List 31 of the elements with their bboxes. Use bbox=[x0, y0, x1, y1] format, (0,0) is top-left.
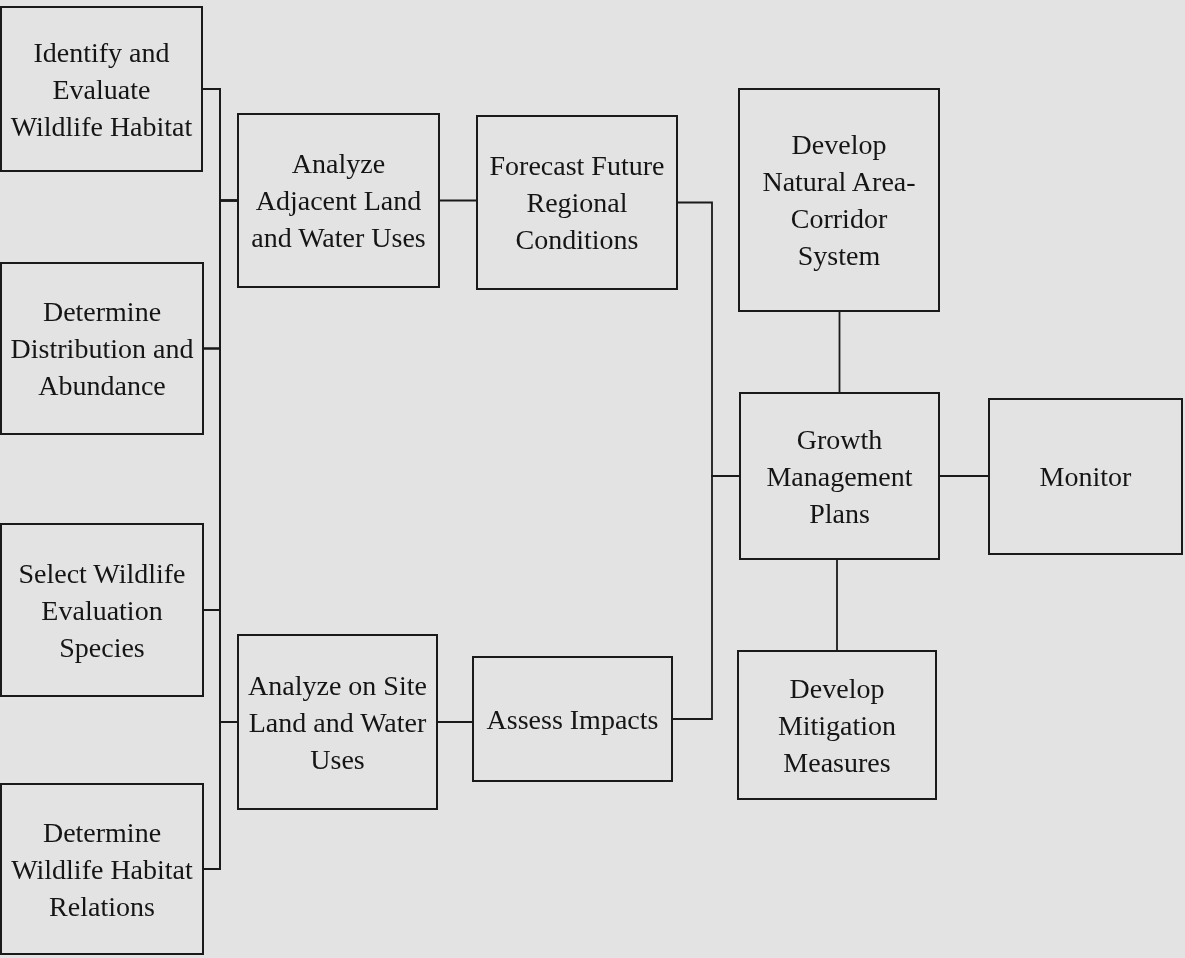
box-label: Determine Distribution and Abundance bbox=[10, 295, 194, 403]
process-box bbox=[0, 523, 204, 697]
process-box bbox=[0, 6, 203, 172]
box-label: Analyze Adjacent Land and Water Uses bbox=[250, 147, 427, 255]
box-label: Analyze on Site Land and Water Uses bbox=[247, 668, 428, 777]
box-label: Develop Natural Area-Corridor System bbox=[761, 128, 917, 273]
box-label: Determine Wildlife Habitat Relations bbox=[10, 815, 194, 924]
connector-line bbox=[439, 199, 477, 202]
connector-line bbox=[838, 311, 841, 393]
box-label: Identify and Evaluate Wildlife Habitat bbox=[10, 35, 193, 144]
box-label: Monitor bbox=[1039, 460, 1132, 494]
box-label: Select Wildlife Evaluation Species bbox=[17, 556, 187, 665]
connector-line bbox=[836, 559, 838, 651]
box-label: Forecast Future Regional Conditions bbox=[488, 149, 666, 257]
process-box bbox=[0, 262, 204, 435]
process-box bbox=[739, 392, 940, 560]
process-box bbox=[737, 650, 937, 800]
process-box bbox=[476, 115, 678, 290]
box-label: Growth Management Plans bbox=[765, 422, 914, 531]
process-box bbox=[0, 783, 204, 955]
process-box bbox=[237, 634, 438, 810]
process-box bbox=[738, 88, 940, 312]
process-box bbox=[472, 656, 673, 782]
connector-line bbox=[437, 721, 473, 723]
connector-line bbox=[203, 721, 238, 870]
process-box bbox=[988, 398, 1183, 555]
box-label: Assess Impacts bbox=[486, 702, 659, 737]
process-box bbox=[237, 113, 440, 288]
box-label: Develop Mitigation Measures bbox=[776, 671, 898, 780]
connector-line bbox=[939, 475, 989, 477]
connector-line bbox=[672, 475, 740, 720]
